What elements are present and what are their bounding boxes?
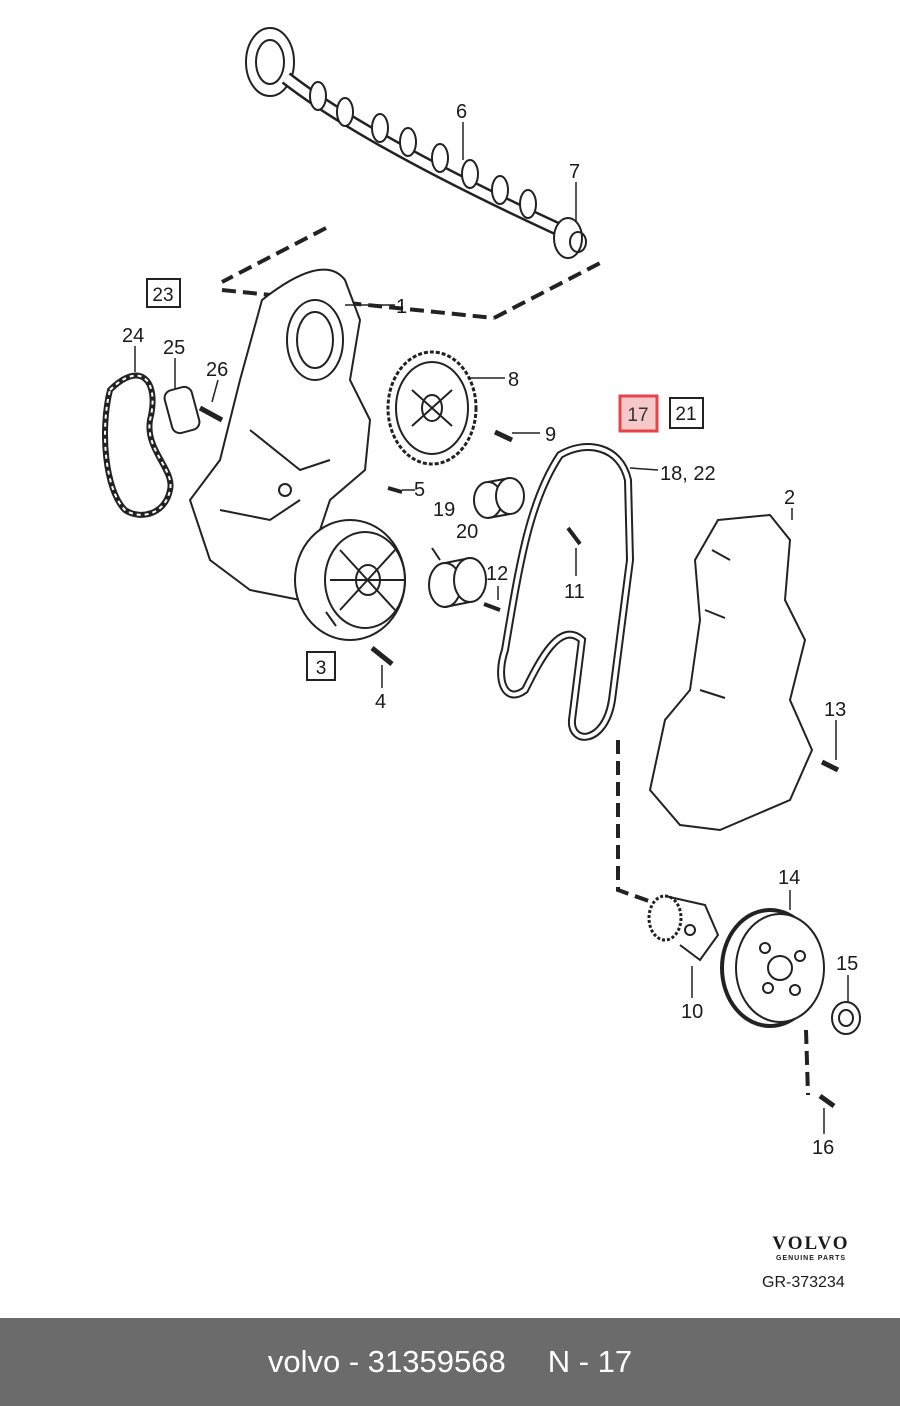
water-pump xyxy=(294,519,406,641)
leader-lines xyxy=(134,122,849,1134)
camshaft xyxy=(245,27,587,259)
idler-pulley xyxy=(473,477,525,519)
bolt-11 xyxy=(566,526,582,546)
tensioner-pulley xyxy=(428,547,487,608)
boxed-label-21: 21 xyxy=(669,397,704,429)
bolt-13 xyxy=(820,759,840,773)
callout-19: 19 xyxy=(433,499,455,521)
callout-20: 20 xyxy=(456,521,478,543)
callout-16: 16 xyxy=(812,1137,834,1159)
callout-10: 10 xyxy=(681,1001,703,1023)
callout-7: 7 xyxy=(569,161,580,183)
timing-belt xyxy=(497,443,635,741)
boxed-label-3: 3 xyxy=(306,651,336,681)
exploded-parts-diagram: 1 2 4 5 6 7 8 9 10 11 12 13 14 15 16 18,… xyxy=(102,27,861,1159)
callout-4: 4 xyxy=(375,691,386,713)
callout-2: 2 xyxy=(784,487,795,509)
bolt-12 xyxy=(483,602,501,612)
volvo-brand-mark: VOLVO GENUINE PARTS xyxy=(756,1234,866,1263)
callout-5: 5 xyxy=(414,479,425,501)
bolt-4 xyxy=(370,646,394,666)
timing-cover-rear xyxy=(188,268,372,602)
callout-24: 24 xyxy=(122,325,144,347)
chain-tensioner xyxy=(163,385,224,435)
callout-1: 1 xyxy=(396,296,407,318)
callout-25: 25 xyxy=(163,337,185,359)
camshaft-sprocket xyxy=(386,350,478,466)
svg-text:21: 21 xyxy=(675,404,696,425)
footer-position: N - 17 xyxy=(547,1344,633,1379)
callout-14: 14 xyxy=(778,867,800,889)
svg-text:3: 3 xyxy=(316,658,327,679)
callout-26: 26 xyxy=(206,359,228,381)
callout-9: 9 xyxy=(545,424,556,446)
crankshaft-pulley xyxy=(720,908,825,1028)
boxed-label-17-highlighted: 17 xyxy=(618,394,659,433)
pump-fitting xyxy=(325,611,337,627)
svg-text:17: 17 xyxy=(627,405,648,426)
diagram-reference-code: GR-373234 xyxy=(762,1274,845,1291)
bolt-9 xyxy=(493,429,514,443)
callout-11: 11 xyxy=(564,581,585,603)
callout-15: 15 xyxy=(836,953,858,975)
brand-name: VOLVO xyxy=(772,1233,850,1254)
pulley-nut xyxy=(831,1001,861,1035)
callout-13: 13 xyxy=(824,699,846,721)
guide-chain xyxy=(102,372,174,518)
callout-8: 8 xyxy=(508,369,519,391)
footer-bar: volvo - 31359568 N - 17 xyxy=(0,1318,900,1406)
crankshaft-sprocket xyxy=(647,894,720,962)
brand-tagline: GENUINE PARTS xyxy=(775,1255,847,1262)
svg-text:23: 23 xyxy=(152,285,173,306)
callout-18-22: 18, 22 xyxy=(660,463,716,485)
footer-part-number: volvo - 31359568 xyxy=(267,1344,506,1379)
boxed-label-23: 23 xyxy=(146,278,181,308)
bolt-5 xyxy=(387,486,403,494)
timing-cover-front xyxy=(648,513,814,832)
callout-12: 12 xyxy=(486,563,508,585)
callout-6: 6 xyxy=(456,101,467,123)
bolt-16 xyxy=(818,1093,836,1109)
